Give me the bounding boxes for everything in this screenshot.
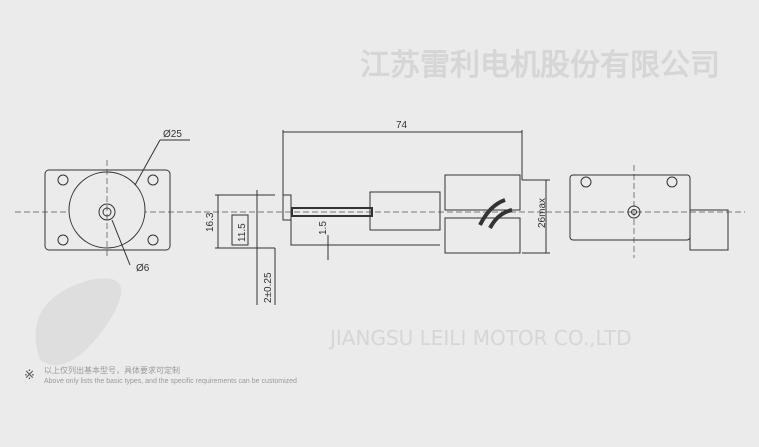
watermark-en: JIANGSU LEILI MOTOR CO.,LTD — [328, 326, 632, 350]
front-view — [44, 139, 190, 266]
height-left-dimension: 16.3 — [205, 212, 216, 232]
note-symbol: ※ — [24, 367, 35, 382]
watermark: 江苏雷利电机股份有限公司 JIANGSU LEILI MOTOR CO.,LTD — [35, 48, 720, 365]
outer-diameter-label: Ø25 — [163, 129, 182, 140]
rear-view — [569, 165, 729, 258]
max-height-dimension: 26max — [537, 198, 548, 228]
inner-height-dimension: 11.5 — [237, 223, 248, 242]
offset-dimension: 2±0.25 — [263, 272, 274, 303]
logo-mark — [35, 278, 122, 365]
gap-dimension: 1.5 — [318, 221, 329, 235]
length-dimension: 74 — [396, 120, 408, 131]
shaft-diameter-label: Ø6 — [136, 263, 150, 274]
watermark-cn: 江苏雷利电机股份有限公司 — [360, 48, 720, 83]
note-cn: 以上仅列出基本型号，具体要求可定制 — [44, 366, 180, 375]
note-en: Above only lists the basic types, and th… — [44, 378, 297, 385]
side-view — [215, 130, 550, 305]
footnote: ※ 以上仅列出基本型号，具体要求可定制 Above only lists the… — [24, 365, 297, 387]
